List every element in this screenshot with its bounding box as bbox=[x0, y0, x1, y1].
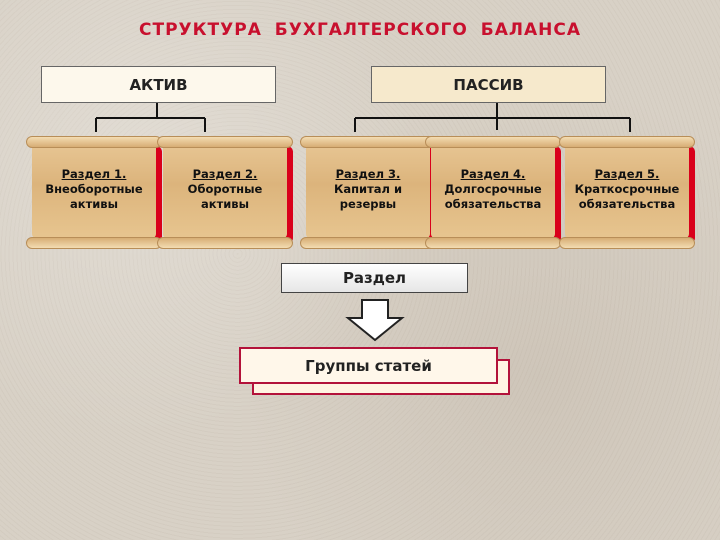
groups-box: Группы статей bbox=[239, 347, 498, 384]
section-3-text: Раздел 3. Капитал и резервы bbox=[306, 150, 430, 228]
section-label: Оборотные bbox=[187, 181, 263, 196]
scroll-curl-bottom bbox=[300, 237, 436, 249]
scroll-curl-bottom bbox=[425, 237, 561, 249]
section-2-text: Раздел 2. Оборотные активы bbox=[163, 150, 287, 228]
section-1-scroll: Раздел 1. Внеоборотные активы bbox=[26, 136, 162, 249]
section-number: Раздел 2. bbox=[192, 166, 258, 181]
section-number: Раздел 1. bbox=[61, 166, 127, 181]
scroll-body bbox=[163, 140, 287, 238]
section-5-text: Раздел 5. Краткосрочные обязательства bbox=[565, 150, 689, 228]
section-1-text: Раздел 1. Внеоборотные активы bbox=[32, 150, 156, 228]
down-arrow bbox=[345, 299, 405, 342]
scroll-curl-top bbox=[559, 136, 695, 148]
section-3-scroll: Раздел 3. Капитал и резервы bbox=[300, 136, 436, 249]
scroll-curl-top bbox=[157, 136, 293, 148]
section-label: обязательства bbox=[444, 196, 542, 211]
section-number: Раздел 3. bbox=[335, 166, 401, 181]
scroll-curl-top bbox=[425, 136, 561, 148]
passiv-box: ПАССИВ bbox=[371, 66, 606, 103]
scroll-curl-bottom bbox=[157, 237, 293, 249]
scroll-body bbox=[565, 140, 689, 238]
section-5-scroll: Раздел 5. Краткосрочные обязательства bbox=[559, 136, 695, 249]
section-4-scroll: Раздел 4. Долгосрочные обязательства bbox=[425, 136, 561, 249]
section-label: резервы bbox=[339, 196, 397, 211]
scroll-curl-bottom bbox=[559, 237, 695, 249]
section-label: активы bbox=[201, 196, 249, 211]
scroll-body bbox=[32, 140, 156, 238]
section-label: Краткосрочные bbox=[574, 181, 680, 196]
section-label: активы bbox=[70, 196, 118, 211]
section-label: Капитал и bbox=[333, 181, 403, 196]
scroll-body bbox=[431, 140, 555, 238]
scroll-curl-top bbox=[26, 136, 162, 148]
razdel-box: Раздел bbox=[281, 263, 468, 293]
section-4-text: Раздел 4. Долгосрочные обязательства bbox=[431, 150, 555, 228]
aktiv-box: АКТИВ bbox=[41, 66, 276, 103]
section-2-scroll: Раздел 2. Оборотные активы bbox=[157, 136, 293, 249]
section-label: обязательства bbox=[578, 196, 676, 211]
scroll-curl-top bbox=[300, 136, 436, 148]
scroll-body bbox=[306, 140, 430, 238]
section-number: Раздел 5. bbox=[594, 166, 660, 181]
section-number: Раздел 4. bbox=[460, 166, 526, 181]
page-title: СТРУКТУРА БУХГАЛТЕРСКОГО БАЛАНСА bbox=[139, 20, 581, 40]
section-label: Внеоборотные bbox=[45, 181, 143, 196]
section-label: Долгосрочные bbox=[444, 181, 542, 196]
scroll-curl-bottom bbox=[26, 237, 162, 249]
